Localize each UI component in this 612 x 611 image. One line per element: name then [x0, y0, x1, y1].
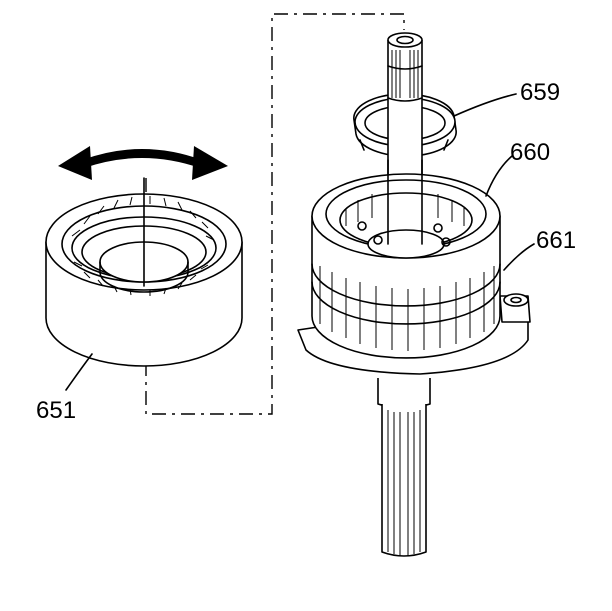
leader-lines — [65, 93, 535, 391]
callout-660: 660 — [510, 139, 550, 166]
part-660-clutch-drum — [311, 159, 501, 359]
clutch-ring-teeth — [71, 196, 215, 296]
drum-inner-teeth — [345, 194, 465, 226]
callout-661: 661 — [536, 227, 576, 254]
part-651-clutch-ring — [45, 177, 243, 367]
rotation-arrow-icon — [58, 146, 228, 180]
callout-651: 651 — [36, 397, 76, 424]
drum-splines — [319, 266, 495, 351]
callout-659: 659 — [520, 79, 560, 106]
output-shaft-lower — [377, 378, 431, 557]
